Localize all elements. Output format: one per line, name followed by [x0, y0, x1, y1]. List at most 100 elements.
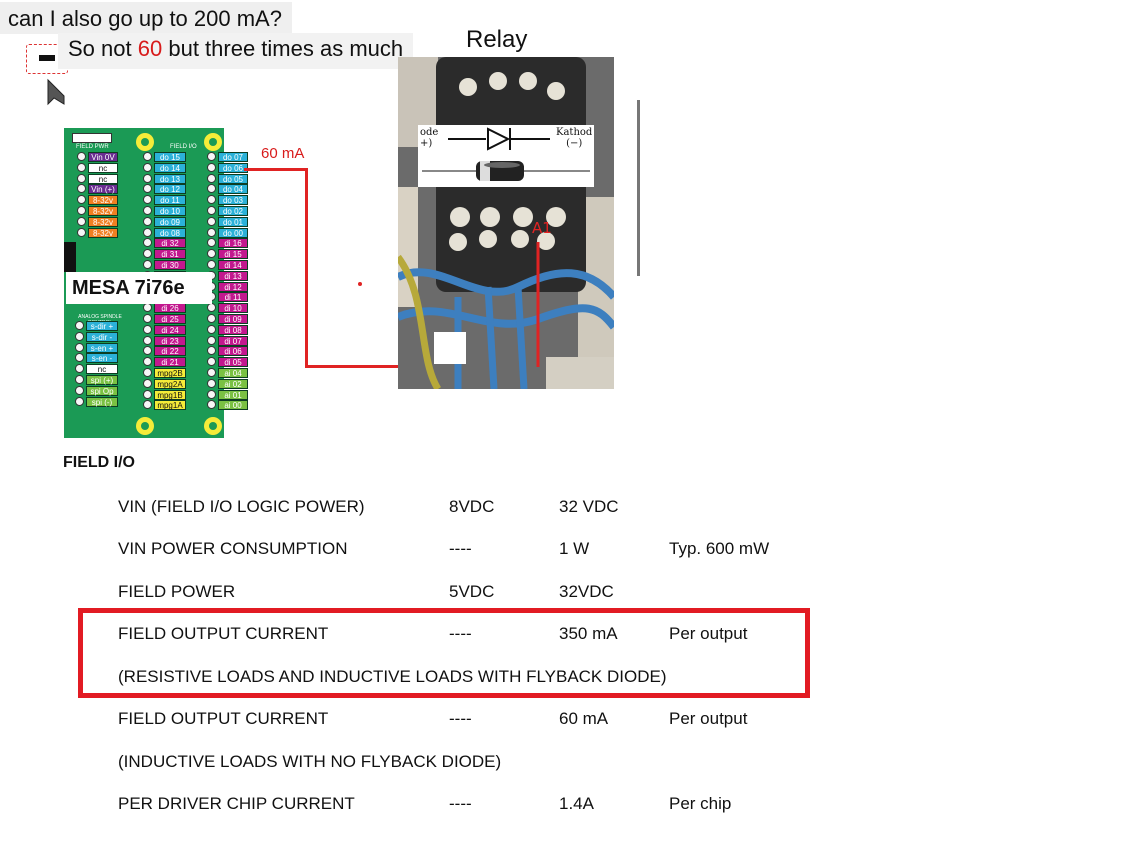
photo-edge: [637, 100, 640, 276]
terminal-screw-icon: [207, 400, 216, 410]
field-pwr-terminal: Vin 0V: [88, 152, 118, 162]
terminal-screw-icon: [77, 162, 86, 172]
field-io-terminal: do 09: [154, 216, 186, 227]
field-io-terminal: di 31: [154, 249, 186, 260]
terminal-screw-icon: [77, 184, 86, 194]
terminal-screw-icon: [207, 216, 216, 226]
terminal-screw-icon: [207, 227, 216, 237]
relay-socket-image: A1: [398, 57, 614, 389]
spindle-terminal: s-en +: [86, 342, 118, 353]
spec-max: 1 W: [559, 539, 590, 558]
terminal-screw-icon: [75, 364, 84, 374]
header-field-pwr: FIELD PWR: [76, 144, 109, 150]
terminal-screw-icon: [207, 335, 216, 345]
terminal-screw-icon: [207, 238, 216, 248]
diode-icon: [422, 127, 590, 181]
field-io-terminal: di 26: [154, 303, 186, 314]
terminal-screw-icon: [143, 184, 152, 194]
spec-max: 60 mA: [559, 709, 609, 728]
spec-note: Typ. 600 mW: [669, 539, 770, 558]
answer-bubble: So not 60 but three times as much: [58, 33, 414, 69]
connector-block: [64, 242, 76, 272]
terminal-screw-icon: [143, 238, 152, 248]
field-io-terminal: di 13: [218, 270, 248, 281]
current-label: 60 mA: [261, 145, 305, 162]
spec-param: FIELD OUTPUT CURRENT: [118, 624, 329, 643]
spec-max: 32 VDC: [559, 497, 619, 516]
spec-max: 350 mA: [559, 624, 618, 643]
field-io-terminal: do 14: [154, 162, 186, 173]
terminal-screw-icon: [143, 346, 152, 356]
terminal-screw-icon: [143, 303, 152, 313]
field-io-terminal: do 05: [218, 173, 248, 184]
terminal-screw-icon: [143, 173, 152, 183]
field-io-terminal: do 04: [218, 184, 248, 195]
terminal-screw-icon: [75, 396, 84, 406]
terminal-screw-icon: [77, 195, 86, 205]
wire-segment: [244, 168, 308, 171]
terminal-screw-icon: [143, 206, 152, 215]
field-io-terminal: di 15: [218, 249, 248, 260]
terminal-screw-icon: [143, 400, 152, 410]
field-io-terminal: do 07: [218, 152, 248, 162]
field-io-terminal: do 02: [218, 206, 248, 216]
field-io-terminal: do 12: [154, 184, 186, 195]
diode-symbol: ode +) Kathod (−): [418, 125, 594, 187]
spec-note: Per chip: [669, 794, 732, 813]
field-io-terminal: di 09: [218, 314, 248, 324]
answer-number: 60: [137, 36, 163, 61]
field-io-terminal: do 10: [154, 206, 186, 216]
cursor-icon: [47, 78, 65, 106]
spindle-terminal: spi Op: [86, 385, 118, 396]
terminal-screw-icon: [143, 335, 152, 345]
answer-prefix: So not: [68, 36, 132, 61]
field-io-terminal: di 05: [218, 357, 248, 368]
field-io-terminal: di 25: [154, 314, 186, 324]
field-io-terminal: do 03: [218, 195, 248, 206]
spindle-terminal: s-dir +: [86, 321, 118, 331]
field-io-terminal: di 24: [154, 324, 186, 335]
terminal-screw-icon: [207, 184, 216, 194]
spec-min: ----: [449, 709, 472, 728]
field-io-terminal: di 06: [218, 346, 248, 357]
terminal-screw-icon: [207, 195, 216, 205]
spindle-terminal: nc: [86, 364, 118, 375]
terminal-screw-icon: [77, 227, 86, 237]
terminal-screw-icon: [207, 368, 216, 377]
terminal-screw-icon: [207, 152, 216, 161]
field-pwr-terminal: nc: [88, 162, 118, 173]
spec-param: FIELD POWER: [118, 582, 236, 601]
spec-param: (INDUCTIVE LOADS WITH NO FLYBACK DIODE): [118, 752, 502, 771]
terminal-screw-icon: [207, 162, 216, 172]
wire-dot: [358, 282, 362, 286]
field-io-terminal: ai 02: [218, 378, 248, 389]
spec-param: VIN POWER CONSUMPTION: [118, 539, 348, 558]
anode-label: ode +): [420, 127, 439, 149]
spec-param: FIELD OUTPUT CURRENT: [118, 709, 329, 728]
terminal-screw-icon: [75, 375, 84, 384]
field-io-terminal: di 14: [218, 260, 248, 270]
terminal-screw-icon: [207, 303, 216, 313]
relay-title: Relay: [466, 26, 528, 53]
wire-segment: [305, 168, 308, 368]
field-io-terminal: di 08: [218, 324, 248, 335]
spindle-terminal: spi (+): [86, 375, 118, 385]
field-pwr-terminal: 8-32v: [88, 206, 118, 216]
field-pwr-terminal: 8-32v: [88, 216, 118, 227]
terminal-screw-icon: [207, 389, 216, 399]
field-io-terminal: mpg2B: [154, 368, 186, 378]
field-io-terminal: ai 01: [218, 389, 248, 400]
terminal-screw-icon: [143, 216, 152, 226]
spec-min: 8VDC: [449, 497, 495, 516]
field-io-terminal: di 07: [218, 335, 248, 346]
spec-param: PER DRIVER CHIP CURRENT: [118, 794, 355, 813]
terminal-screw-icon: [143, 368, 152, 377]
cathode-label: Kathod (−): [556, 127, 593, 149]
terminal-screw-icon: [143, 227, 152, 237]
header-field-io: FIELD I/O: [170, 144, 197, 150]
terminal-screw-icon: [77, 216, 86, 226]
terminal-screw-icon: [77, 173, 86, 183]
field-io-terminal: ai 00: [218, 400, 248, 411]
question-bubble: can I also go up to 200 mA?: [0, 2, 292, 34]
relay-socket-photo: A1: [398, 57, 614, 389]
